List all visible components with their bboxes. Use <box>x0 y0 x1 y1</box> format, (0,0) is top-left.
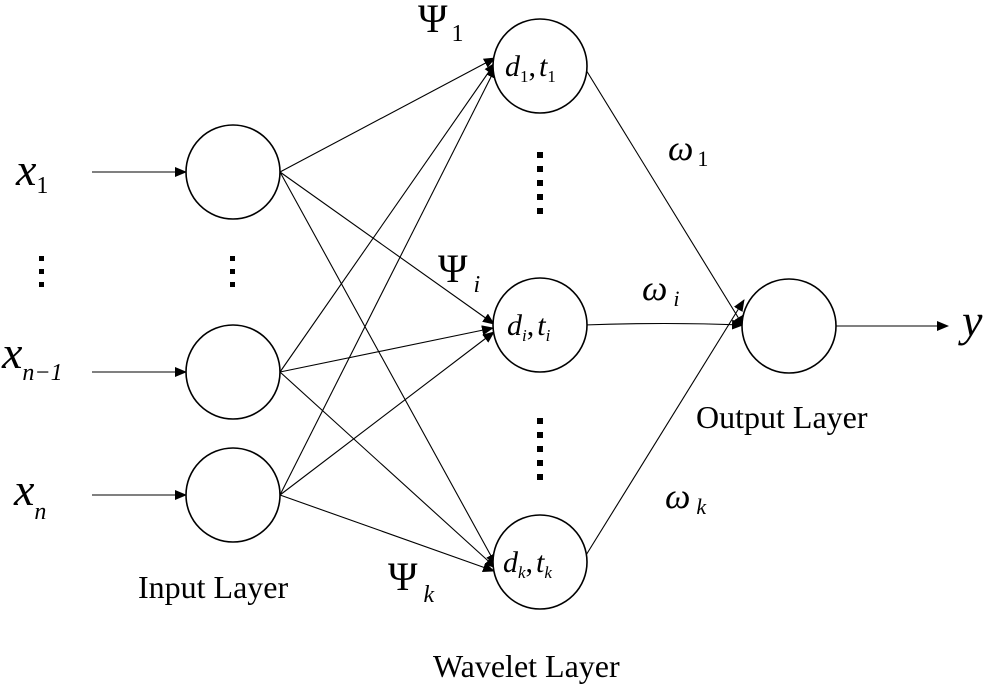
wavelet-node-i-label: di,ti <box>507 309 551 345</box>
wavelet-layer-label: Wavelet Layer <box>433 648 620 684</box>
edge-in1-w1 <box>279 57 496 173</box>
edge-in2-wi <box>279 325 494 373</box>
input-node-3 <box>185 447 281 543</box>
edge-w1-out <box>582 64 745 328</box>
input-layer-label: Input Layer <box>138 569 289 605</box>
edge-in3-w1 <box>279 66 497 496</box>
input-layer-ellipsis-dots <box>230 256 235 287</box>
edge-wk-out <box>582 299 745 561</box>
edge-in3-wi <box>279 331 495 496</box>
input-node-1 <box>185 124 281 220</box>
wavelet-to-output-edges <box>582 64 745 561</box>
edge-in1-wk <box>279 171 497 566</box>
wavelet-node-1-label: d1,t1 <box>505 50 556 86</box>
input-label-3: xn <box>13 464 46 525</box>
edge-in3-wk <box>279 494 495 573</box>
output-layer-label: Output Layer <box>696 399 868 435</box>
edge-in2-wk <box>279 371 497 569</box>
input-node-2 <box>185 324 281 420</box>
input-ellipsis-dots <box>39 256 44 287</box>
output-node <box>741 278 837 374</box>
wavelet-node-1 <box>492 18 588 114</box>
input-to-wavelet-edges <box>279 57 497 573</box>
wavelet-node-k <box>492 514 588 610</box>
wavelet-node-i <box>492 277 588 373</box>
edge-in1-wi <box>279 171 495 325</box>
wavelet-node-k-label: dk,tk <box>503 546 552 582</box>
input-label-2: xn−1 <box>1 327 63 386</box>
edge-wi-out <box>583 319 744 330</box>
input-label-1: x1 <box>15 144 48 199</box>
wavelet-ellipsis-dots-upper <box>537 152 543 214</box>
output-symbol: y <box>958 295 983 346</box>
edge-in2-w1 <box>279 62 496 373</box>
wavelet-ellipsis-dots-lower <box>537 418 543 480</box>
